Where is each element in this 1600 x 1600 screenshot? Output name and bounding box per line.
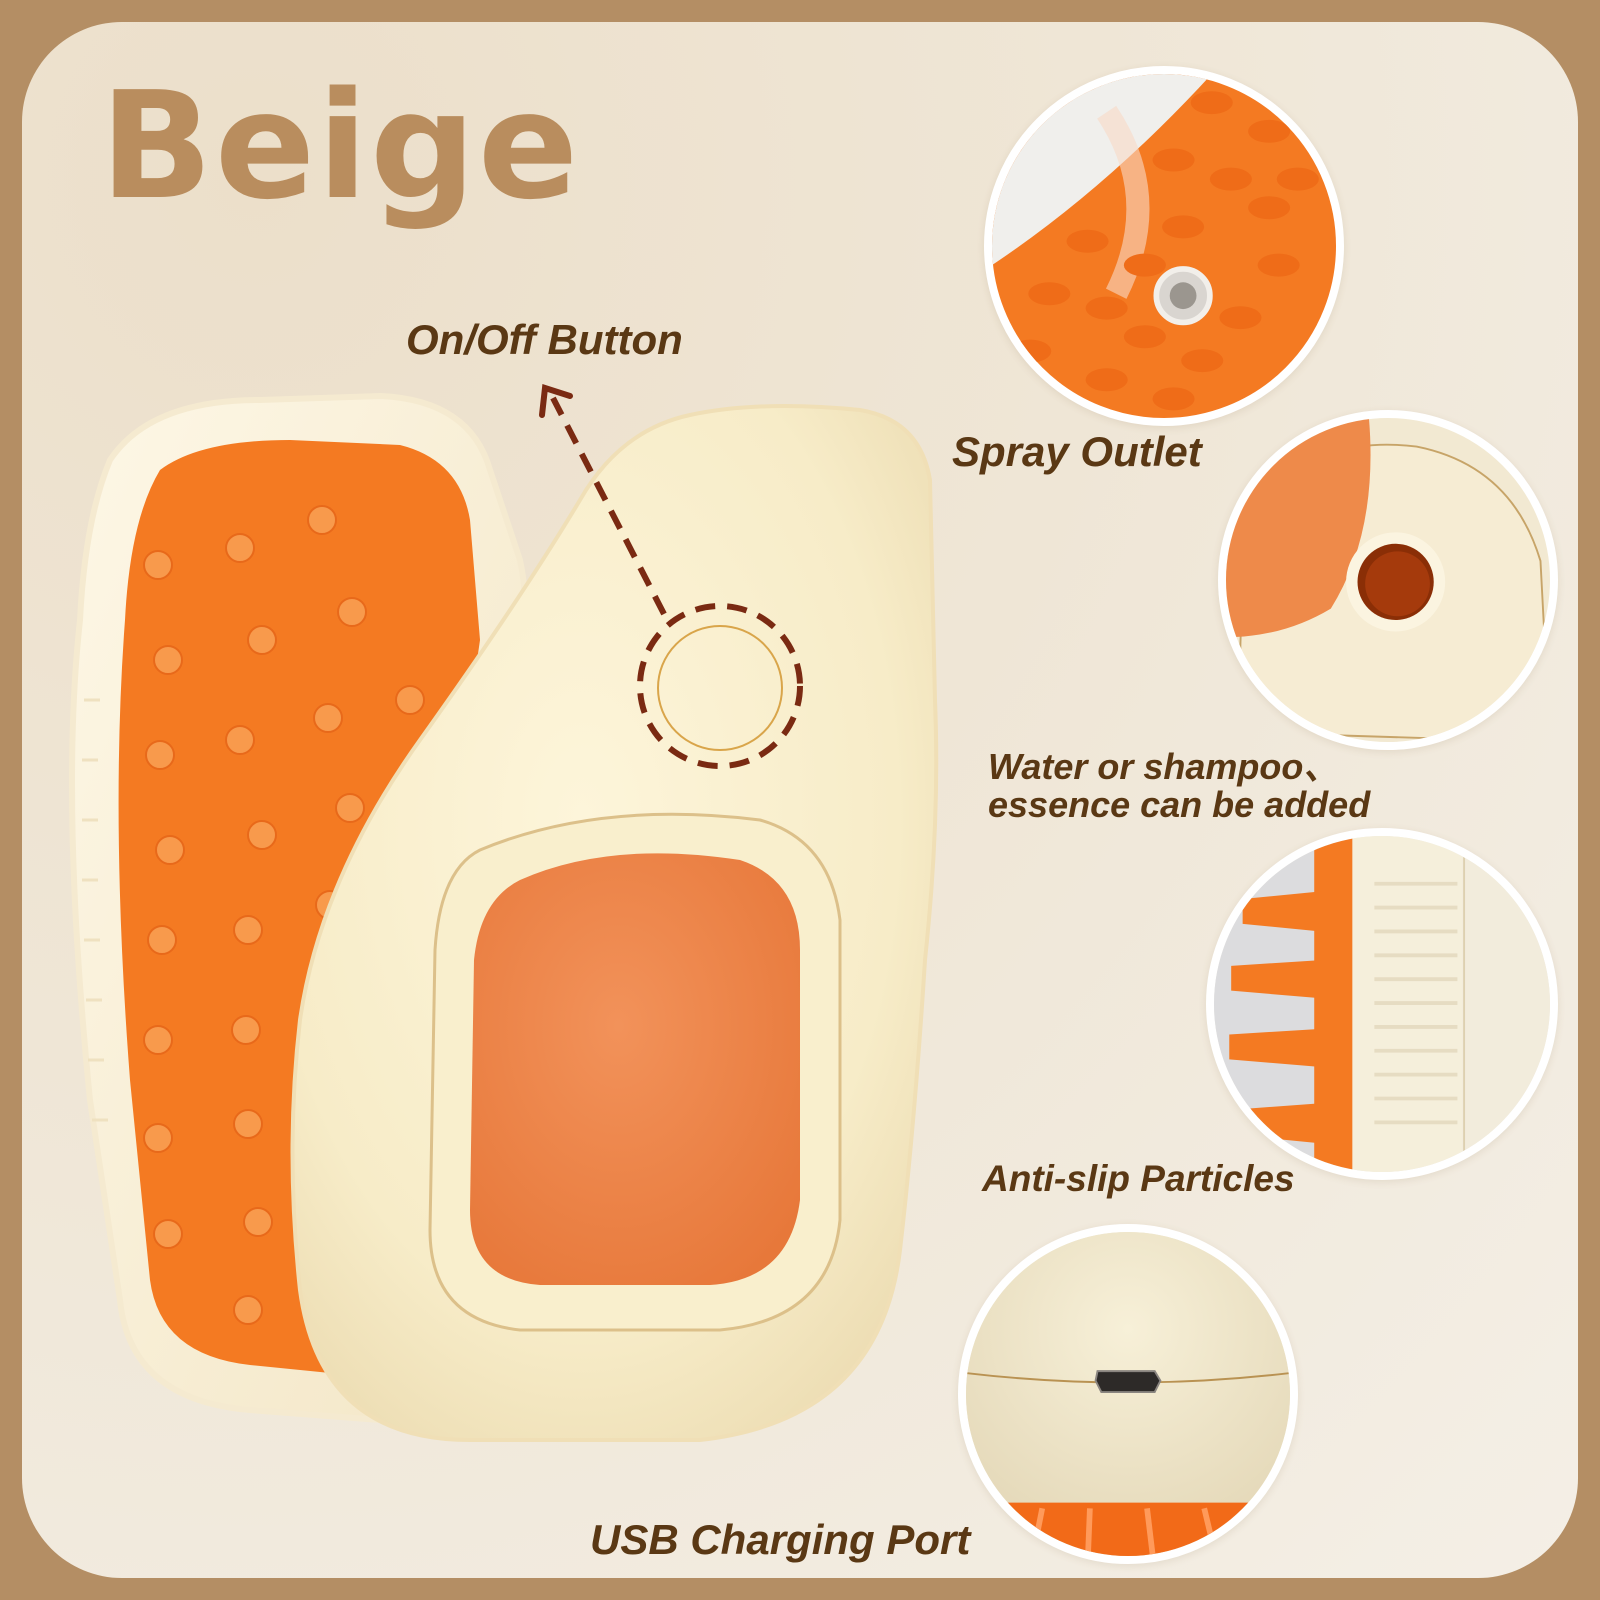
- refill-label-line2: essence can be added: [988, 783, 1371, 825]
- dashed-arrow-icon: [550, 396, 667, 616]
- spray-outlet-label: Spray Outlet: [952, 428, 1202, 475]
- anti-slip-label: Anti-slip Particles: [982, 1158, 1295, 1199]
- on-off-button-label: On/Off Button: [406, 316, 683, 363]
- product-color-title: Beige: [100, 60, 581, 232]
- on-off-indicator: [539, 384, 803, 769]
- usb-port-icon: [1094, 1370, 1162, 1394]
- spray-outlet-detail: [984, 66, 1344, 426]
- usb-charging-port-label: USB Charging Port: [590, 1516, 971, 1563]
- dashed-circle-icon: [637, 603, 803, 769]
- refill-label: Water or shampoo、 essence can be added: [988, 748, 1370, 824]
- front-body: [290, 404, 939, 1442]
- refill-cap-detail: [1218, 410, 1558, 750]
- usb-port-detail: [958, 1224, 1298, 1564]
- refill-label-line1: Water or shampoo、: [988, 746, 1340, 787]
- anti-slip-detail: [1206, 828, 1558, 1180]
